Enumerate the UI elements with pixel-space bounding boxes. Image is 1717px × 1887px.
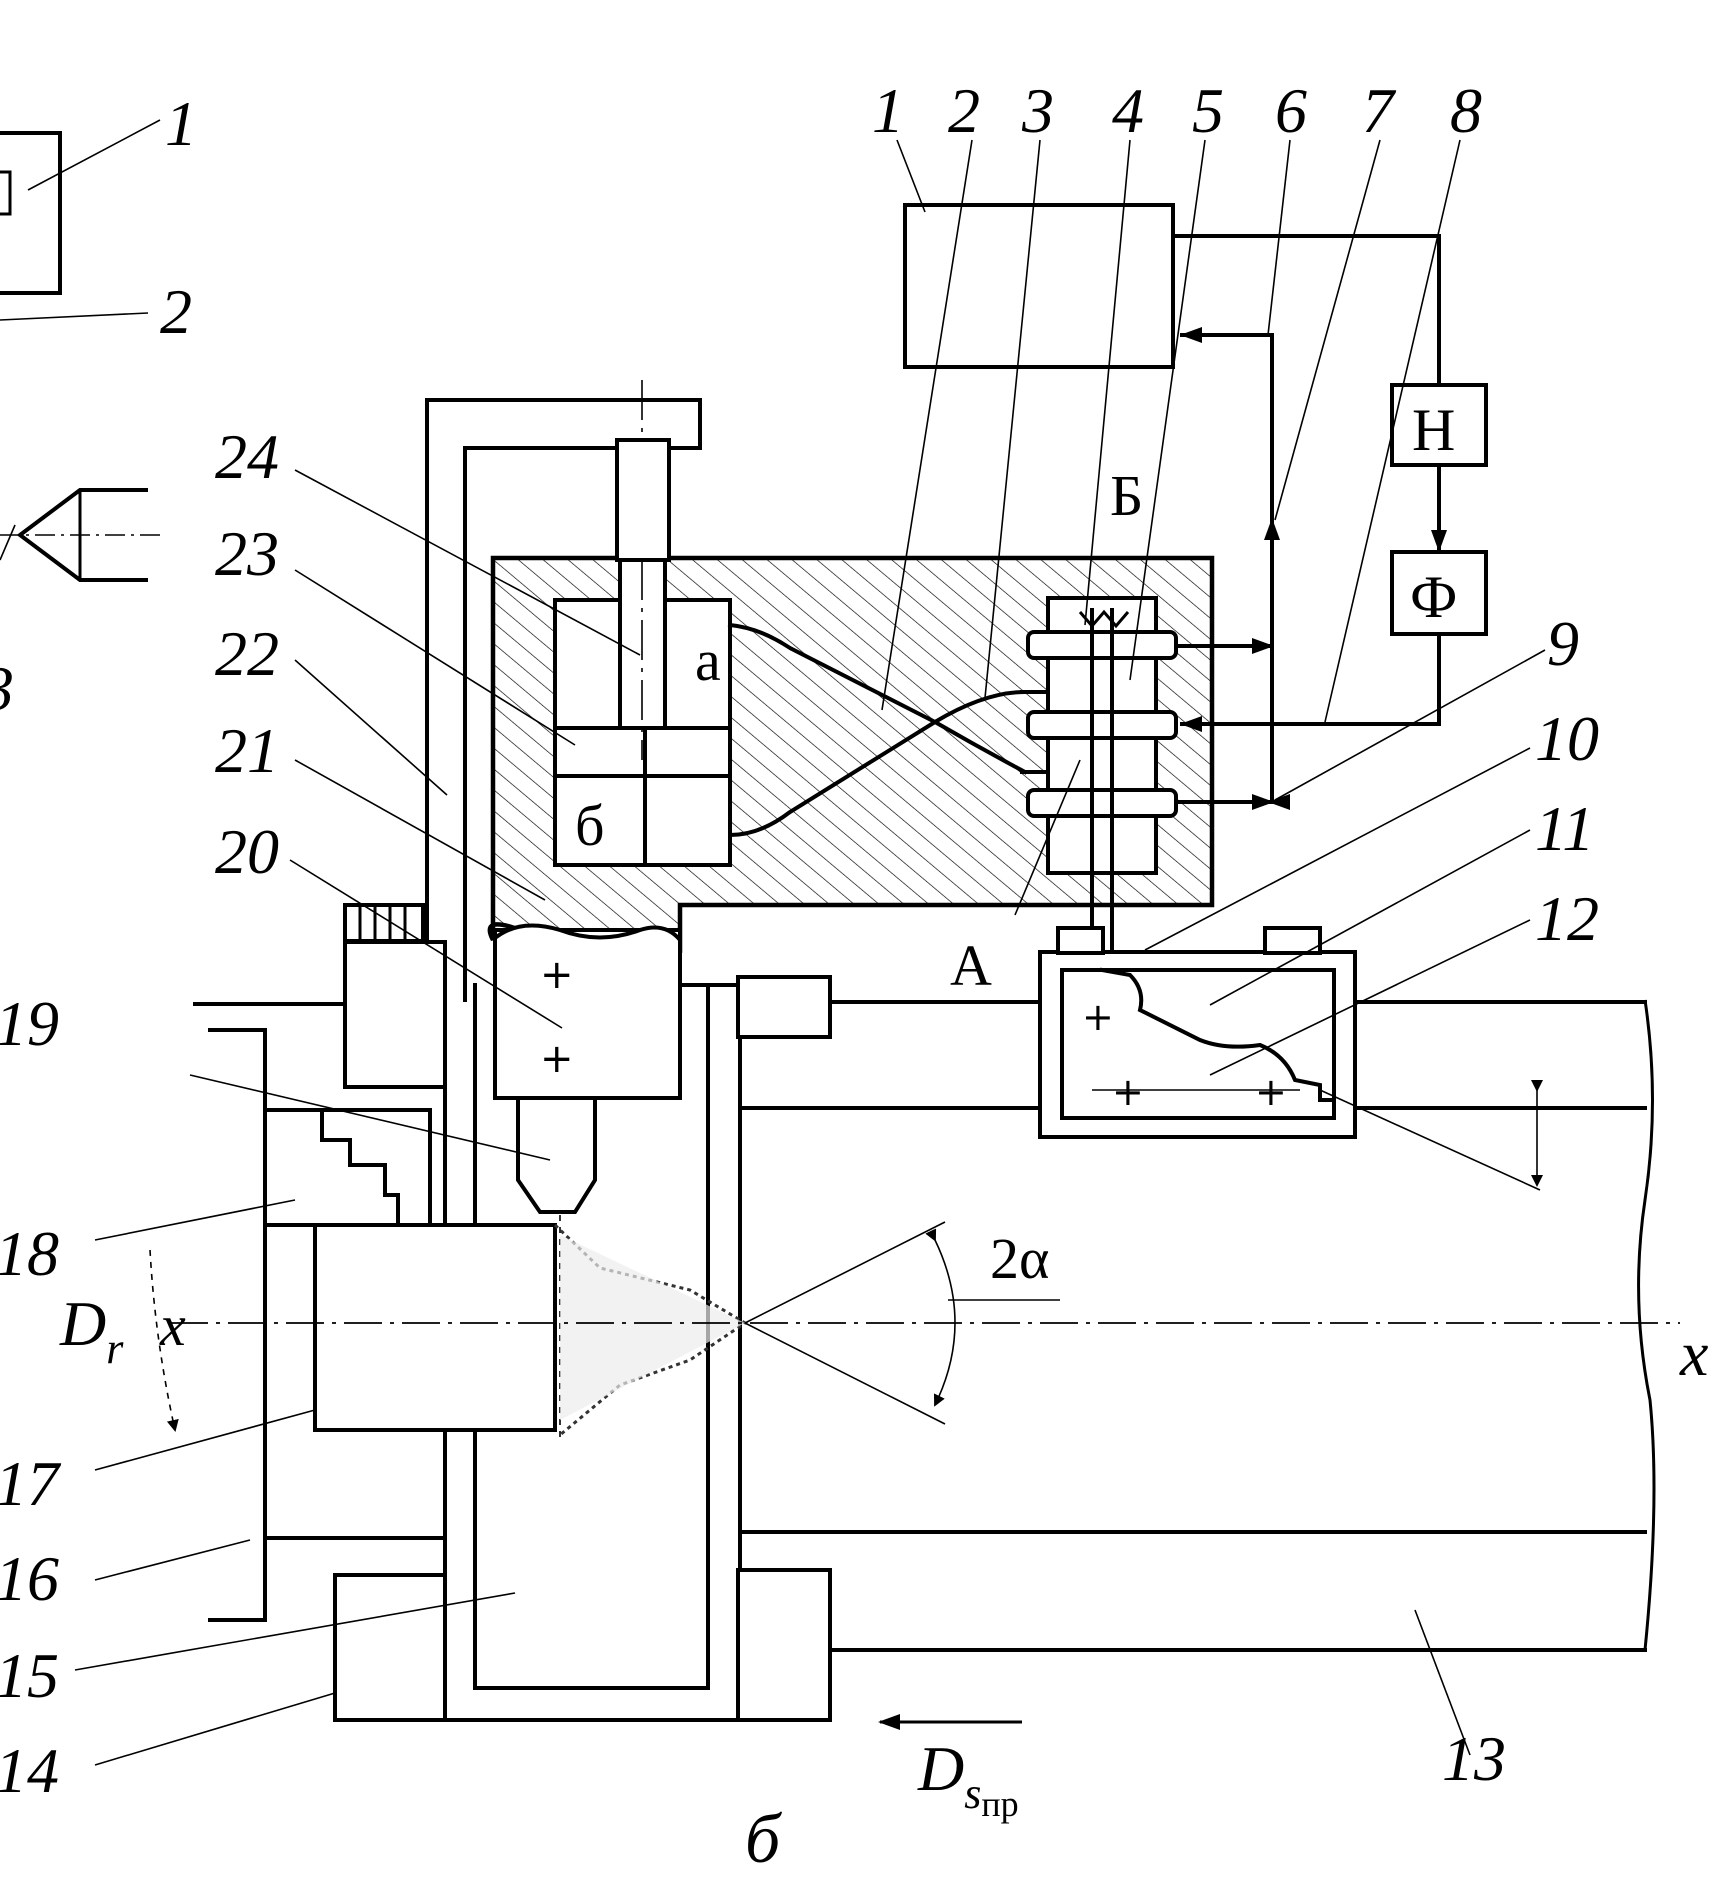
spool-land-1 <box>1026 630 1178 660</box>
leader-lines <box>74 139 1546 1766</box>
axis-label-right: x <box>1679 1318 1708 1389</box>
svg-text:+: + <box>1082 995 1114 1039</box>
svg-text:+: + <box>540 952 574 998</box>
svg-text:+: + <box>540 1036 574 1082</box>
label-top-4: 4 <box>1112 75 1144 146</box>
svg-text:+: + <box>1112 1070 1144 1114</box>
figure-caption: б <box>745 1801 783 1878</box>
label-22: 22 <box>215 618 279 689</box>
chuck-jaw <box>263 1108 400 1227</box>
label-23: 23 <box>215 518 279 589</box>
port-b-label: Б <box>1110 463 1143 528</box>
label-top-1: 1 <box>872 75 904 146</box>
axis-label-left: x <box>159 1293 186 1358</box>
port-a-label: А <box>950 933 992 998</box>
top-number-labels: 1 2 3 4 5 6 7 8 <box>872 75 1482 146</box>
left-edge-fragment <box>0 119 161 582</box>
label-18: 18 <box>0 1218 59 1289</box>
label-dr: Dr <box>59 1288 124 1373</box>
label-12: 12 <box>1535 883 1599 954</box>
label-16: 16 <box>0 1543 59 1614</box>
workpiece <box>313 1223 557 1432</box>
slide-clamp <box>343 940 447 1089</box>
chamber-b-label: б <box>575 793 605 858</box>
left-number-labels: 24 23 22 21 20 19 18 17 16 15 14 <box>0 421 279 1806</box>
tool-slide: + + <box>343 903 682 1214</box>
svg-text:+: + <box>1255 1070 1287 1114</box>
label-11: 11 <box>1535 793 1594 864</box>
spool-land-2 <box>1026 710 1178 740</box>
block-f-label: Ф <box>1410 564 1457 630</box>
label-ds: Dsпр <box>917 1733 1019 1824</box>
label-top-7: 7 <box>1362 75 1397 146</box>
label-9: 9 <box>1547 608 1579 679</box>
control-unit <box>903 203 1175 369</box>
label-20: 20 <box>215 816 279 887</box>
label-top-5: 5 <box>1192 75 1224 146</box>
cutting-tool <box>516 1096 597 1214</box>
copy-template: + + + <box>1038 926 1357 1139</box>
spool-land-3 <box>1026 788 1178 818</box>
label-19: 19 <box>0 988 59 1059</box>
label-17: 17 <box>0 1448 62 1519</box>
partial-label-3: 3 <box>0 653 14 724</box>
slide-frame <box>425 398 702 1002</box>
label-top-3: 3 <box>1021 75 1054 146</box>
label-top-6: 6 <box>1275 75 1307 146</box>
right-number-labels: 9 10 11 12 <box>1535 608 1599 954</box>
chamber-a-label: а <box>695 628 721 693</box>
label-top-2: 2 <box>948 75 980 146</box>
label-13: 13 <box>1442 1723 1506 1794</box>
partial-label-1: 1 <box>165 88 197 159</box>
label-top-8: 8 <box>1450 75 1482 146</box>
label-14: 14 <box>0 1735 59 1806</box>
channel-b <box>727 689 1028 838</box>
label-21: 21 <box>215 715 279 786</box>
angle-label: 2α <box>990 1226 1049 1291</box>
partial-label-2: 2 <box>160 276 192 347</box>
label-15: 15 <box>0 1640 59 1711</box>
tool-holder <box>493 928 682 1100</box>
block-h-label: Н <box>1412 397 1455 463</box>
carriage-nut <box>333 1573 447 1722</box>
label-24: 24 <box>215 421 279 492</box>
label-10: 10 <box>1535 703 1599 774</box>
valve-spring <box>1078 609 1130 629</box>
